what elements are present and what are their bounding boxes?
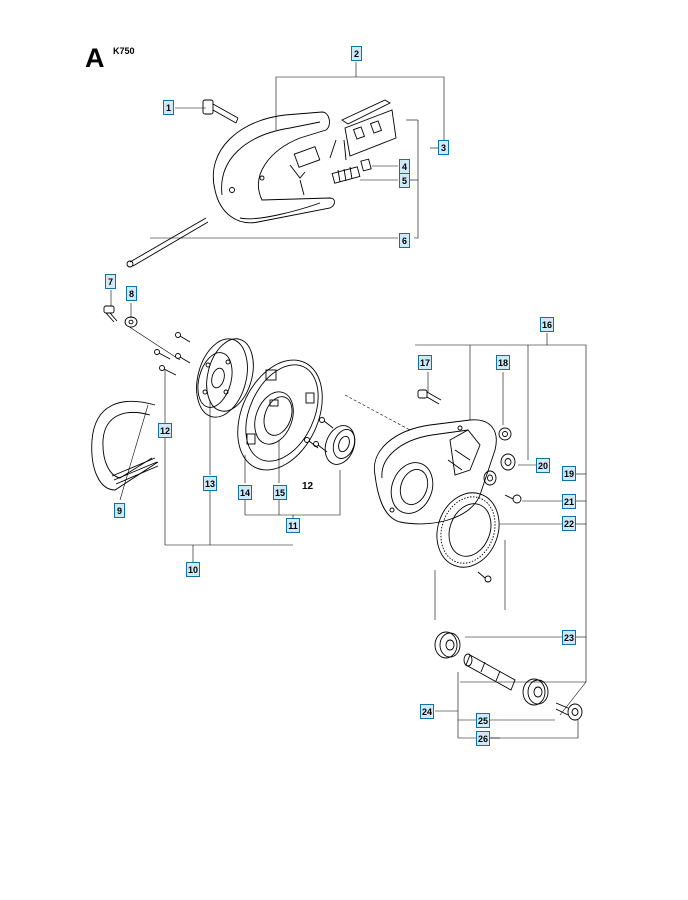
part-9-belt — [91, 400, 159, 491]
callout-10[interactable]: 10 — [186, 562, 200, 577]
callout-8[interactable]: 8 — [126, 286, 137, 301]
part-5-spring — [331, 166, 361, 184]
callout-4[interactable]: 4 — [399, 159, 410, 174]
callout-2[interactable]: 2 — [351, 46, 362, 61]
callout-26[interactable]: 26 — [476, 731, 490, 746]
callout-6[interactable]: 6 — [399, 233, 410, 248]
part-16-housing — [373, 419, 497, 525]
part-12-screws — [154, 332, 191, 376]
part-24-shaft — [463, 653, 516, 691]
part-23-bearing-2 — [522, 678, 549, 706]
callout-14[interactable]: 14 — [238, 485, 252, 500]
part-22-screw — [477, 571, 492, 583]
callout-9[interactable]: 9 — [114, 503, 125, 518]
callout-7[interactable]: 7 — [105, 274, 116, 289]
part-2-belt-guard — [212, 111, 335, 224]
part-17-screw — [417, 389, 442, 405]
callout-23[interactable]: 23 — [562, 630, 576, 645]
callout-18[interactable]: 18 — [496, 355, 510, 370]
callout-3[interactable]: 3 — [438, 140, 449, 155]
callout-19[interactable]: 19 — [562, 466, 576, 481]
part-13-pulley — [196, 338, 254, 418]
section-letter: A — [85, 43, 105, 73]
part-19-spacer — [483, 470, 497, 486]
callout-16[interactable]: 16 — [540, 317, 554, 332]
part-20-spacer — [500, 453, 516, 471]
part-25-26-bolt — [555, 702, 583, 721]
part-3-bracket — [329, 99, 397, 161]
callout-25[interactable]: 25 — [476, 713, 490, 728]
part-1-bolt — [202, 99, 239, 124]
part-22-ring — [436, 492, 500, 568]
callout-17[interactable]: 17 — [418, 355, 432, 370]
label-12-plain: 12 — [302, 481, 314, 492]
callout-21[interactable]: 21 — [562, 494, 576, 509]
callout-12[interactable]: 12 — [158, 423, 172, 438]
part-4-clip — [360, 158, 372, 172]
part-21-screw — [504, 494, 522, 504]
leader-lines — [110, 62, 587, 739]
part-14-disc-plate — [237, 359, 323, 471]
callout-24[interactable]: 24 — [420, 704, 434, 719]
callout-1[interactable]: 1 — [163, 100, 174, 115]
part-11-hub — [304, 417, 356, 465]
callout-20[interactable]: 20 — [536, 458, 550, 473]
part-7-screw — [103, 305, 118, 323]
part-15-inner-disc — [254, 391, 294, 445]
callout-11[interactable]: 11 — [286, 518, 300, 533]
callout-13[interactable]: 13 — [203, 476, 217, 491]
part-6-long-bolt — [126, 217, 209, 268]
part-23-bearing — [434, 631, 461, 659]
model-label: K750 — [113, 46, 135, 56]
callout-22[interactable]: 22 — [562, 516, 576, 531]
callout-5[interactable]: 5 — [399, 173, 410, 188]
callout-15[interactable]: 15 — [273, 485, 287, 500]
part-18-nut — [498, 427, 512, 441]
part-8-washer — [124, 316, 138, 328]
